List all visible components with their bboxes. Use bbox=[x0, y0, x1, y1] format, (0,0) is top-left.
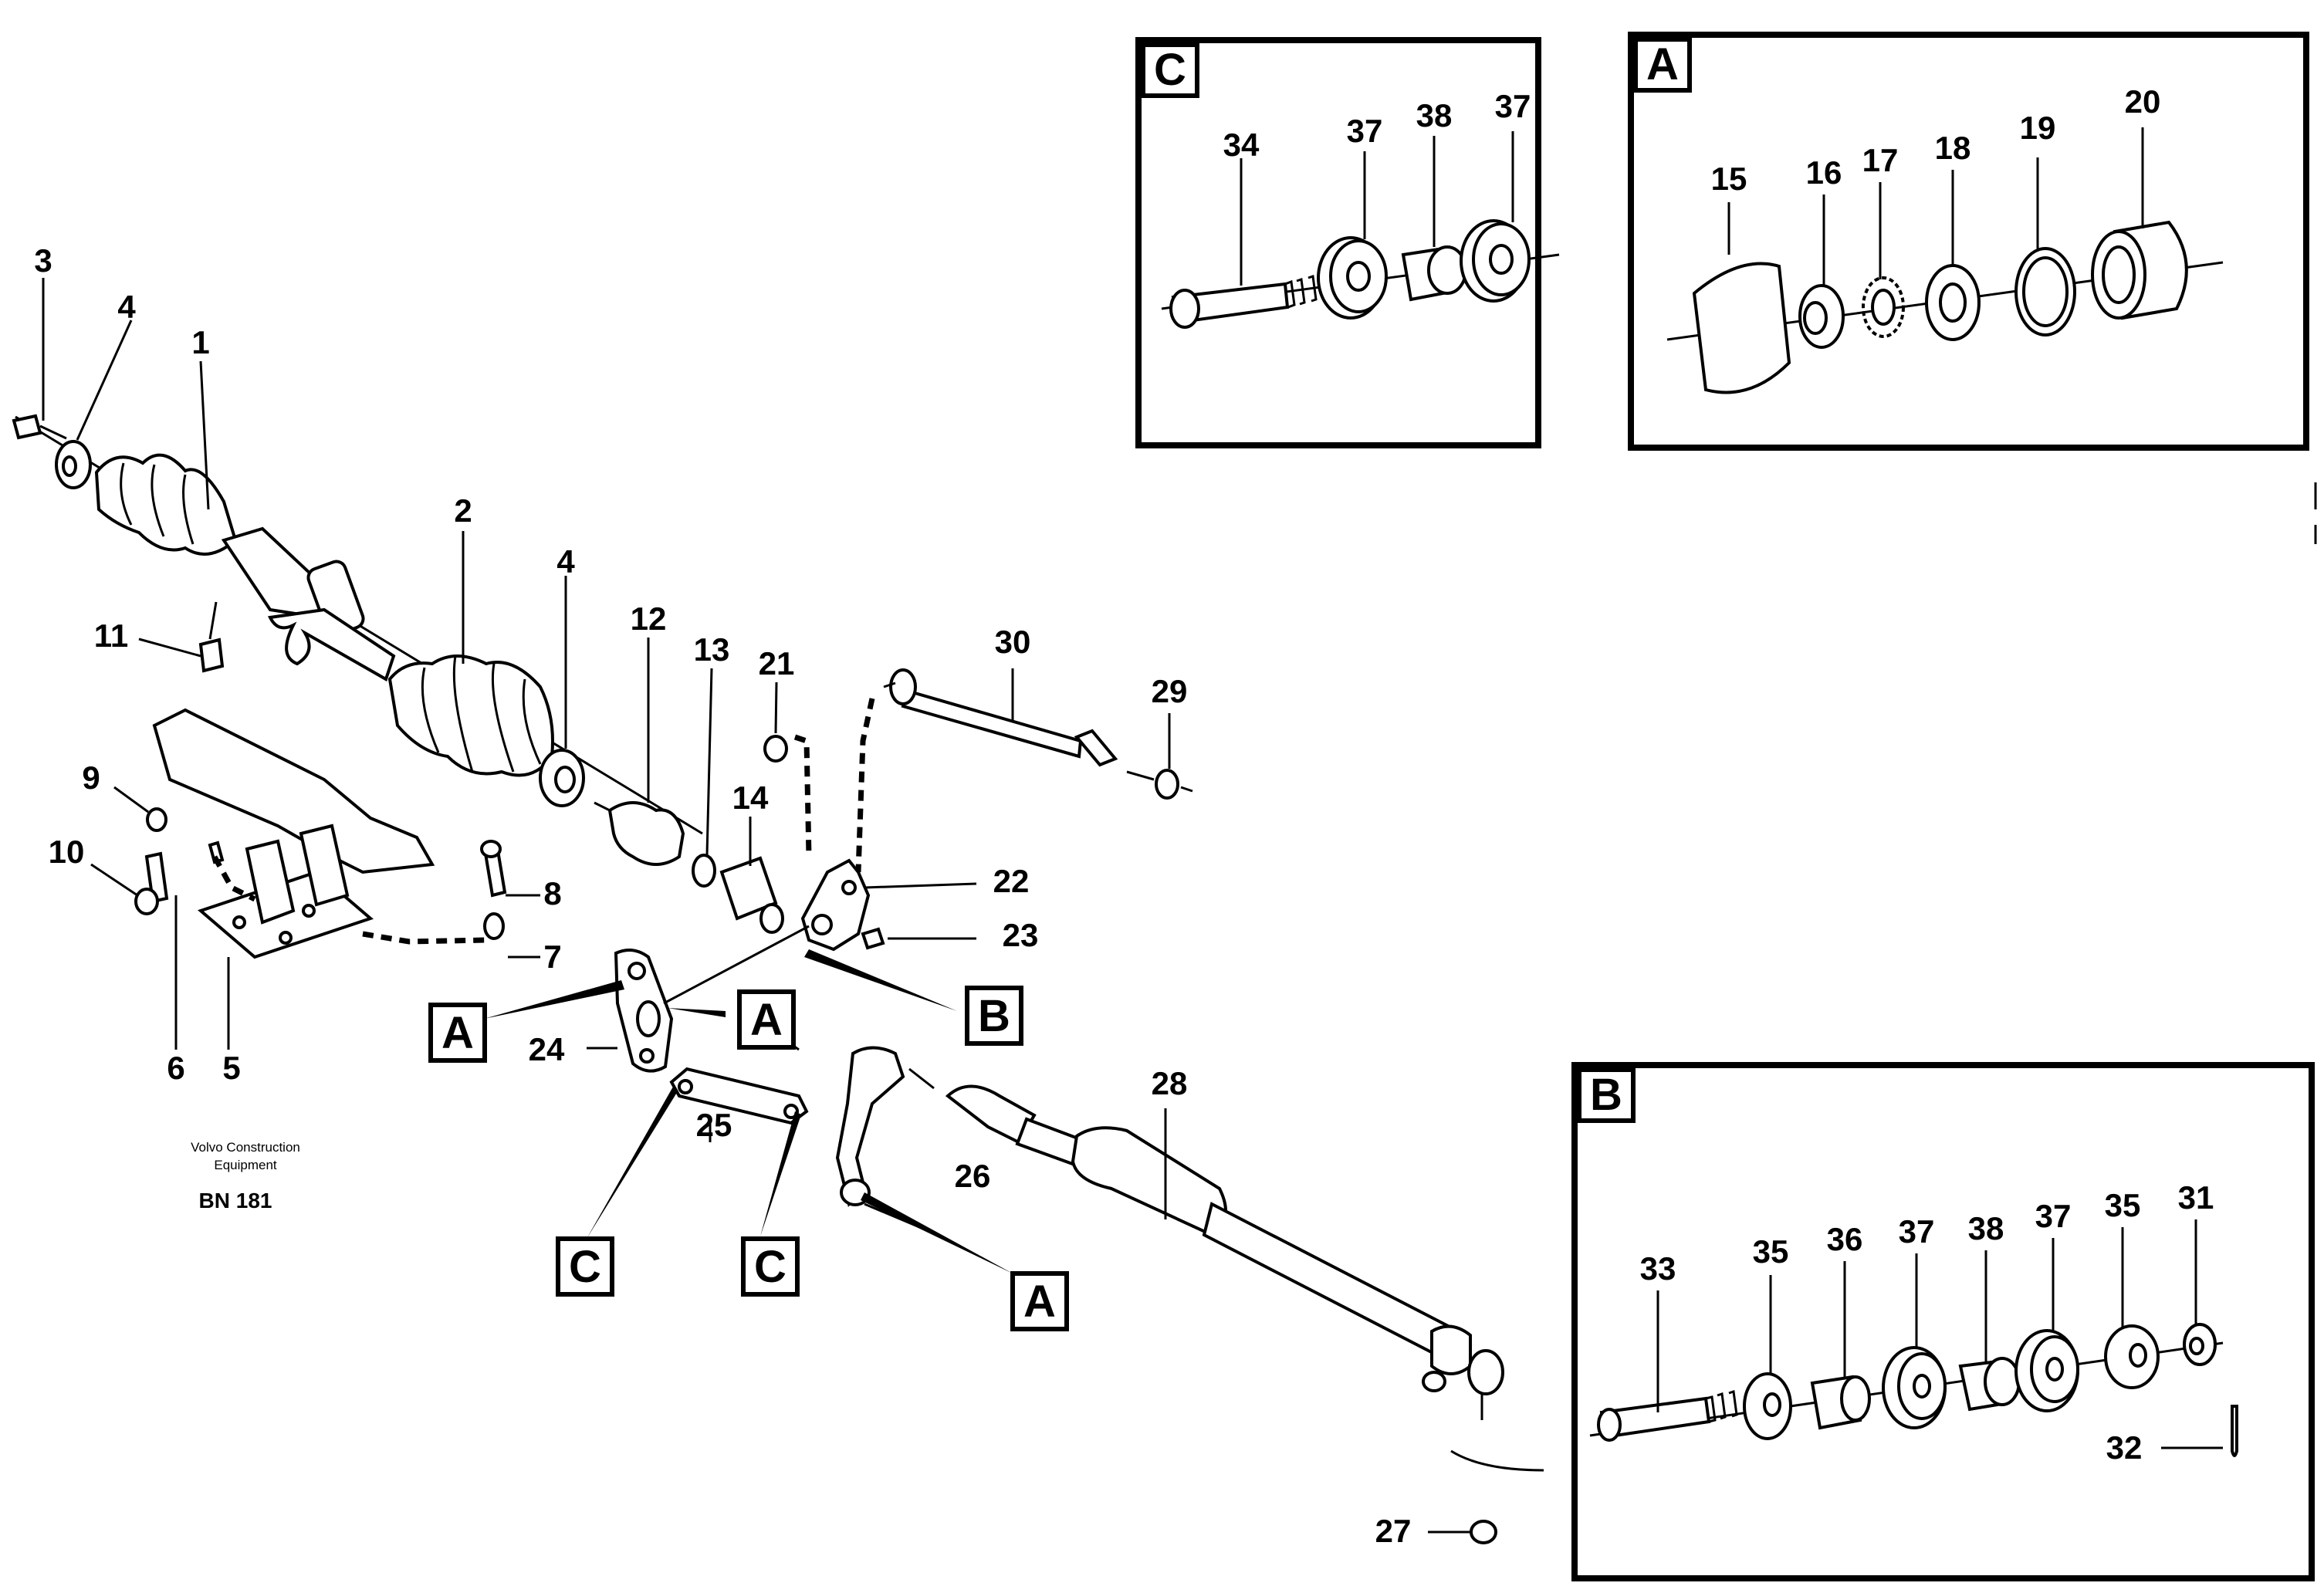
company-line-2: Equipment bbox=[214, 1158, 277, 1172]
label-27: 27 bbox=[1375, 1513, 1412, 1549]
ref-box-a: A bbox=[750, 995, 783, 1045]
label-6: 6 bbox=[167, 1050, 184, 1086]
label-31: 31 bbox=[2178, 1179, 2214, 1216]
label-5: 5 bbox=[222, 1050, 240, 1086]
label-10: 10 bbox=[49, 834, 85, 870]
inset-b: B bbox=[1571, 1062, 2315, 1581]
ref-box-a: A bbox=[1023, 1277, 1056, 1327]
label-17: 17 bbox=[1862, 142, 1899, 178]
inset-b-letter: B bbox=[1590, 1070, 1622, 1120]
label-23: 23 bbox=[1003, 917, 1039, 953]
label-3: 3 bbox=[34, 242, 52, 279]
label-26: 26 bbox=[955, 1158, 991, 1194]
label-18: 18 bbox=[1935, 130, 1971, 166]
inset-c: C 34 37 38 37 bbox=[1135, 37, 1560, 448]
label-36: 36 bbox=[1827, 1221, 1863, 1257]
label-25: 25 bbox=[696, 1107, 732, 1143]
label-9: 9 bbox=[82, 759, 100, 796]
label-35: 35 bbox=[1753, 1233, 1789, 1270]
ref-box-c: C bbox=[754, 1242, 787, 1292]
label-20: 20 bbox=[2125, 83, 2161, 120]
ref-box-b: B bbox=[978, 991, 1010, 1041]
label-35: 35 bbox=[2105, 1187, 2141, 1223]
ref-box-c: C bbox=[569, 1242, 601, 1292]
label-21: 21 bbox=[759, 645, 795, 682]
drawing-code: BN 181 bbox=[199, 1189, 272, 1213]
label-30: 30 bbox=[995, 624, 1031, 660]
steering-assembly: 3 4 1 2 4 12 13 21 14 30 29 22 23 11 9 1… bbox=[12, 242, 1544, 1549]
label-37: 37 bbox=[1347, 113, 1383, 149]
label-37: 37 bbox=[1495, 88, 1531, 124]
label-19: 19 bbox=[2020, 110, 2056, 146]
label-34: 34 bbox=[1223, 127, 1260, 163]
label-38: 38 bbox=[1416, 97, 1453, 134]
label-29: 29 bbox=[1152, 673, 1188, 709]
label-15: 15 bbox=[1711, 161, 1747, 197]
label-32: 32 bbox=[2106, 1429, 2143, 1466]
label-37: 37 bbox=[2035, 1198, 2072, 1234]
label-12: 12 bbox=[631, 600, 667, 637]
ref-box-a: A bbox=[441, 1008, 474, 1058]
label-4: 4 bbox=[117, 289, 136, 325]
label-16: 16 bbox=[1806, 154, 1842, 191]
inset-c-letter: C bbox=[1154, 45, 1186, 95]
label-11: 11 bbox=[94, 617, 128, 654]
label-4: 4 bbox=[556, 543, 575, 580]
label-33: 33 bbox=[1640, 1250, 1676, 1287]
label-38: 38 bbox=[1968, 1210, 2004, 1246]
label-37: 37 bbox=[1899, 1213, 1935, 1250]
label-24: 24 bbox=[529, 1031, 565, 1067]
publisher-info: Volvo Construction Equipment BN 181 bbox=[191, 1140, 300, 1213]
label-2: 2 bbox=[454, 492, 472, 529]
inset-a-letter: A bbox=[1646, 39, 1679, 90]
label-28: 28 bbox=[1152, 1065, 1188, 1101]
label-14: 14 bbox=[732, 780, 769, 816]
company-line-1: Volvo Construction bbox=[191, 1140, 300, 1155]
label-1: 1 bbox=[191, 324, 209, 360]
label-7: 7 bbox=[543, 939, 561, 975]
label-8: 8 bbox=[543, 875, 561, 911]
inset-a: A 15 16 17 18 19 20 bbox=[1628, 32, 2309, 451]
label-13: 13 bbox=[694, 631, 730, 668]
label-22: 22 bbox=[993, 863, 1030, 899]
